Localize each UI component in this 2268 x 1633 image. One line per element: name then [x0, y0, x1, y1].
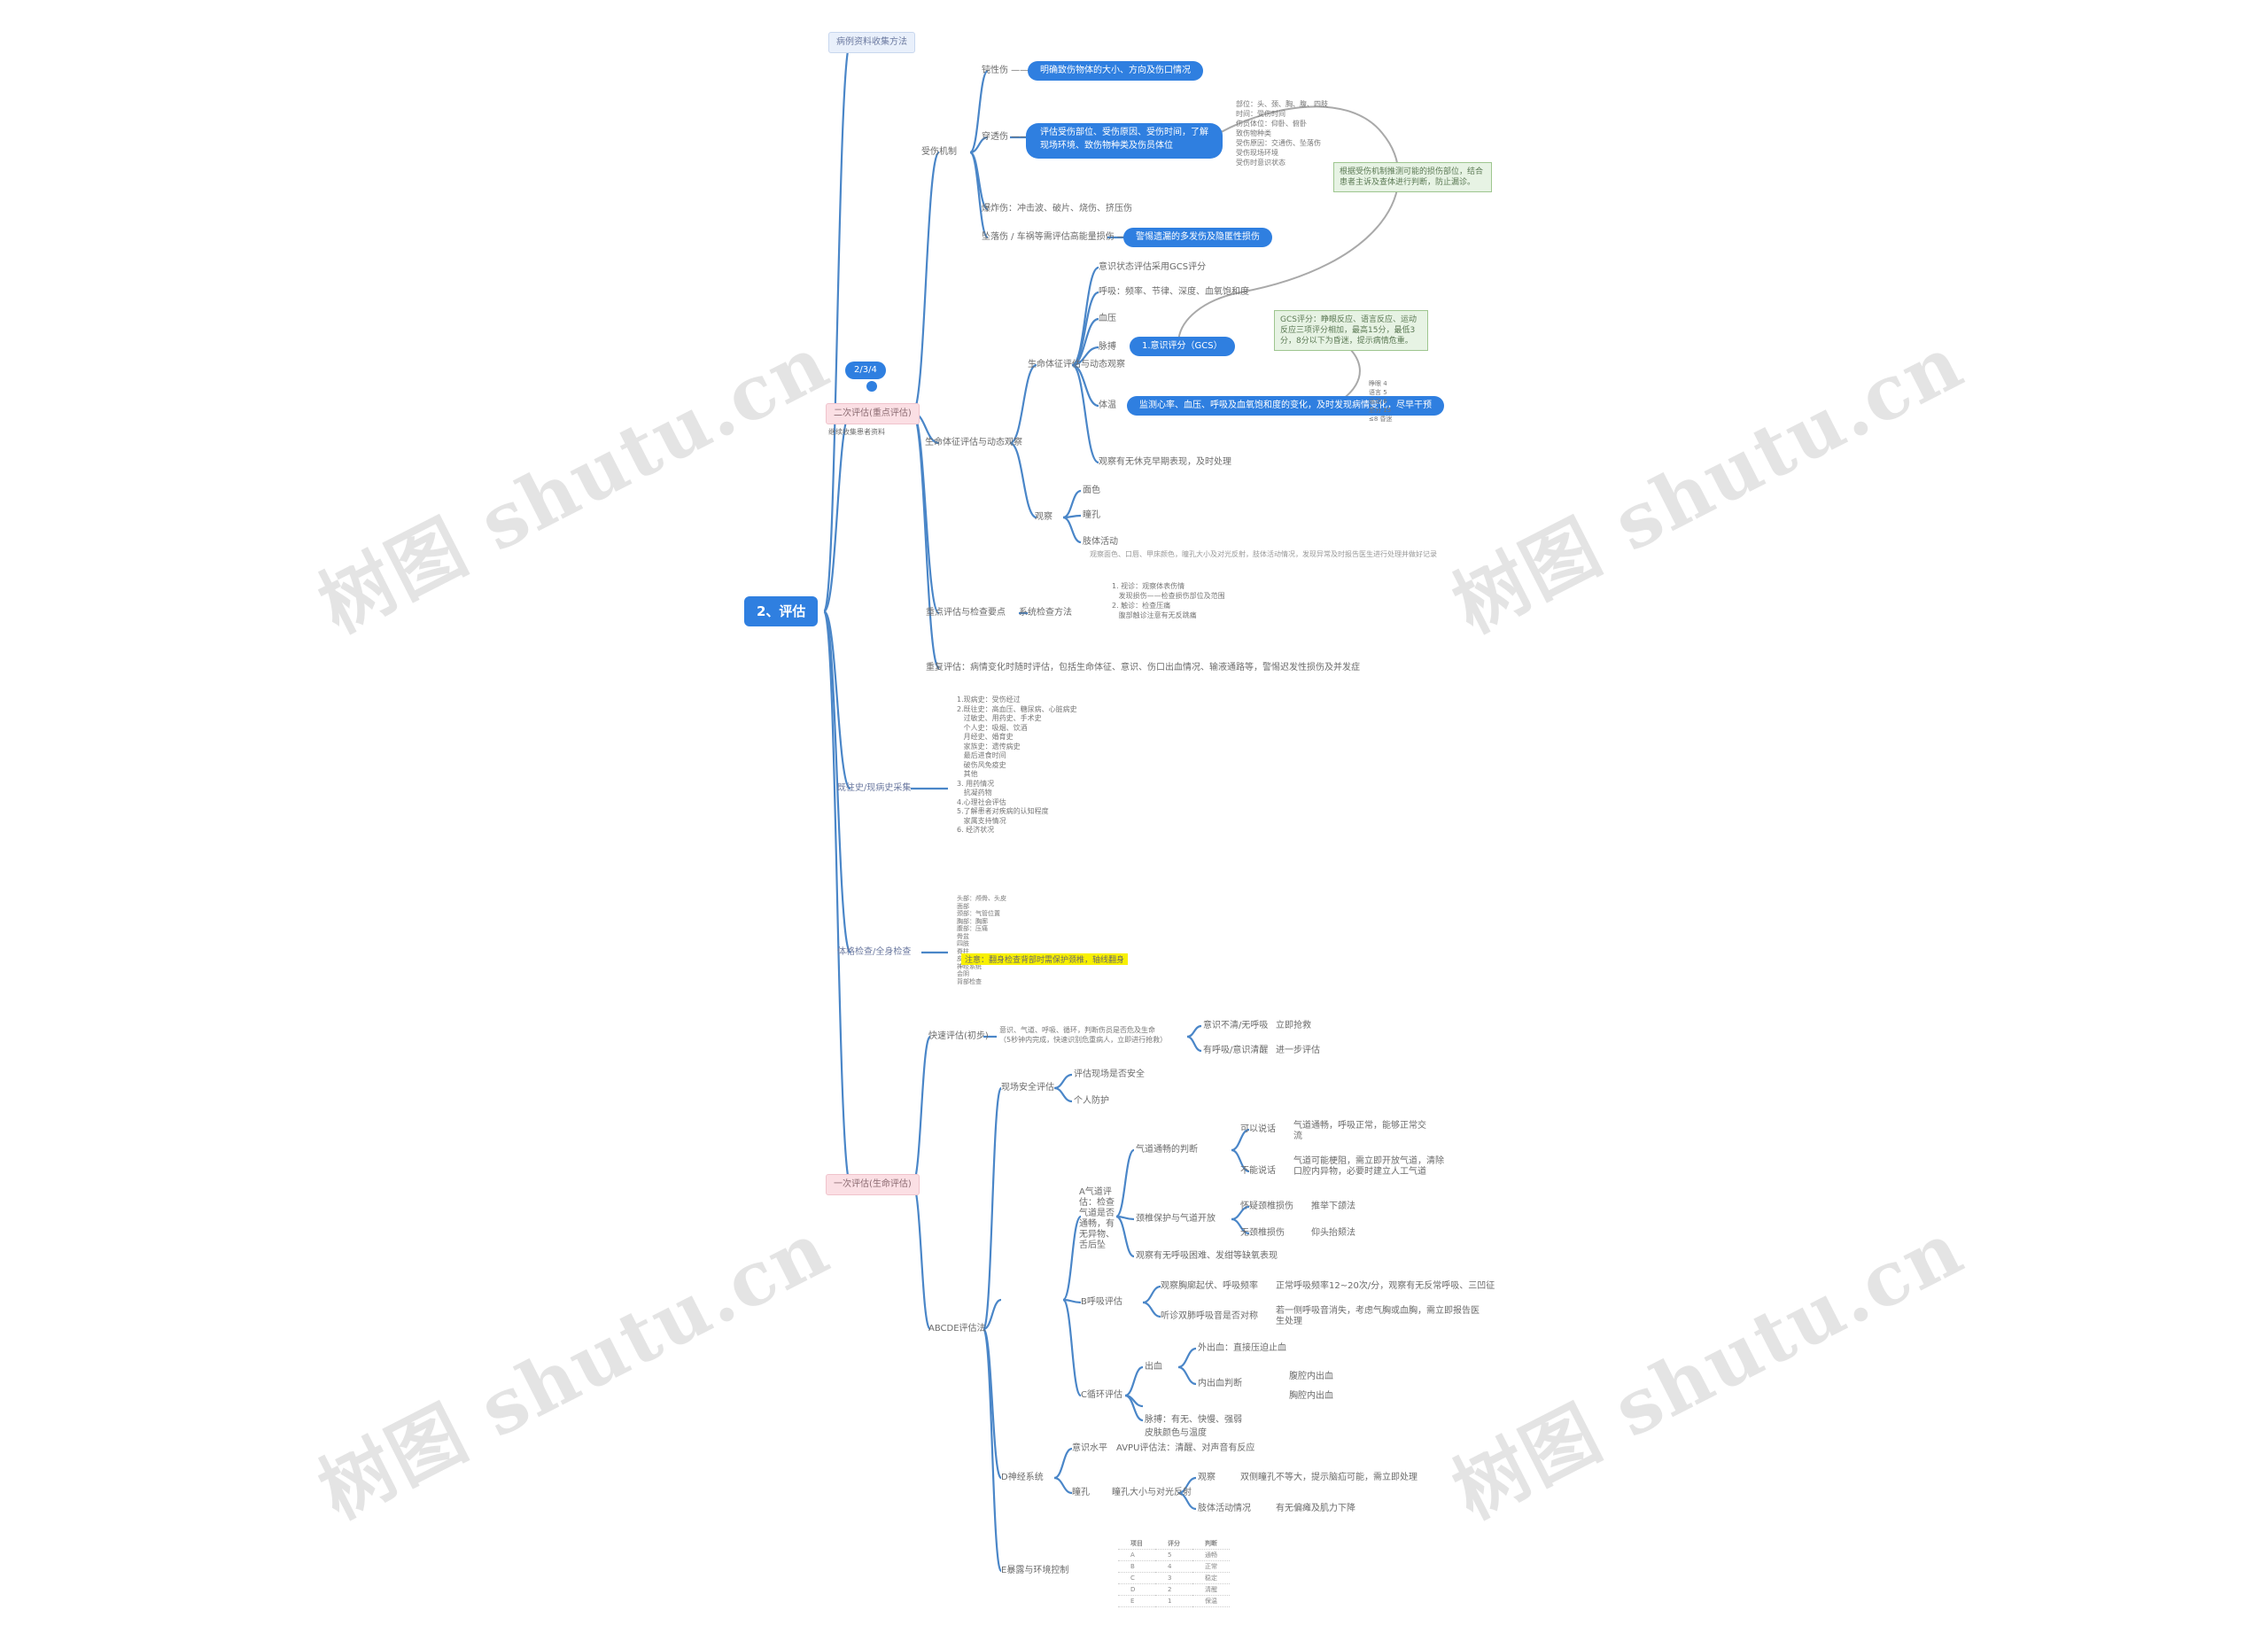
circ-2[interactable]: 脉搏：有无、快慢、强弱	[1145, 1415, 1242, 1425]
mech-item[interactable]: 穿透伤 ——	[982, 132, 1029, 142]
observe-item[interactable]: 肢体活动	[1083, 537, 1118, 547]
node-physical-exam[interactable]: 体格检查/全身检查	[837, 947, 912, 957]
airway-b1-text: 推举下颌法	[1311, 1201, 1355, 1211]
circ-1[interactable]: 出血	[1145, 1362, 1162, 1372]
mech-pill[interactable]: 警惕遗漏的多发伤及隐匿性损伤	[1123, 228, 1272, 247]
quick-result-action[interactable]: 立即抢救	[1276, 1021, 1311, 1030]
vital-item[interactable]: 意识状态评估采用GCS评分	[1099, 262, 1207, 272]
mech-item[interactable]: 钝性伤 ——	[982, 66, 1029, 75]
node-circulation[interactable]: C循环评估	[1081, 1390, 1122, 1400]
observe-detail: 观察面色、口唇、甲床颜色，瞳孔大小及对光反射，肢体活动情况，发现异常及时报告医生…	[1090, 550, 1437, 558]
connector-dot-icon	[866, 381, 877, 392]
node-collection-methods[interactable]: 病例资料收集方法	[828, 32, 915, 53]
mech-item[interactable]: 爆炸伤：冲击波、破片、烧伤、挤压伤	[982, 204, 1132, 214]
quick-result-action[interactable]: 进一步评估	[1276, 1046, 1320, 1055]
exam-highlight: 注意：翻身检查背部时需保护颈椎，轴线翻身	[961, 953, 1129, 965]
quick-result[interactable]: 意识不清/无呼吸	[1203, 1021, 1269, 1030]
airway-a[interactable]: 气道通畅的判断	[1136, 1145, 1198, 1155]
airway-b2-text: 仰头抬颏法	[1311, 1228, 1355, 1238]
node-secondary-assessment[interactable]: 二次评估(重点评估)	[826, 403, 920, 424]
quick-result[interactable]: 有呼吸/意识清醒	[1203, 1046, 1269, 1055]
breath-1[interactable]: 观察胸廓起伏、呼吸频率	[1161, 1281, 1258, 1291]
mech-list: 部位：头、颈、胸、腹、四肢 时间：受伤时间 伤员体位：仰卧、俯卧 致伤物种类 受…	[1236, 100, 1328, 167]
node-breathing[interactable]: B呼吸评估	[1081, 1297, 1122, 1307]
breath-1-text: 正常呼吸频率12~20次/分，观察有无反常呼吸、三凹征	[1276, 1281, 1495, 1291]
table-header: 评分	[1155, 1538, 1192, 1550]
dis-1[interactable]: 意识水平	[1072, 1443, 1107, 1453]
vital-item[interactable]: 体温	[1099, 400, 1116, 410]
node-injury-mechanism[interactable]: 受伤机制	[921, 147, 957, 157]
vital-item[interactable]: 脉搏	[1099, 342, 1116, 352]
node-history[interactable]: 既往史/现病史采集	[837, 783, 912, 793]
node-scene-safety[interactable]: 现场安全评估	[1001, 1083, 1054, 1093]
dis-2c[interactable]: 肢体活动情况	[1198, 1504, 1251, 1513]
vital-item[interactable]: 呼吸：频率、节律、深度、血氧饱和度	[1099, 287, 1249, 297]
node-reassess[interactable]: 重复评估：病情变化时随时评估，包括生命体征、意识、伤口出血情况、输液通路等，警惕…	[926, 663, 1360, 673]
table-header: 判断	[1192, 1538, 1230, 1550]
dis-2a[interactable]: 瞳孔大小与对光反射	[1112, 1488, 1192, 1497]
airway-b[interactable]: 颈椎保护与气道开放	[1136, 1214, 1216, 1224]
vital-item[interactable]: 血压	[1099, 314, 1116, 323]
airway-c[interactable]: 观察有无呼吸困难、发绀等缺氧表现	[1136, 1251, 1278, 1261]
circ-3[interactable]: 皮肤颜色与温度	[1145, 1428, 1207, 1438]
circ-1b2[interactable]: 胸腔内出血	[1289, 1391, 1333, 1401]
breath-2-text: 若一侧呼吸音消失，考虑气胸或血胸，需立即报告医生处理	[1276, 1306, 1480, 1326]
scene-item[interactable]: 评估现场是否安全	[1074, 1069, 1145, 1079]
dis-2c-text: 有无偏瘫及肌力下降	[1276, 1504, 1355, 1513]
mech-note: 根据受伤机制推测可能的损伤部位，结合患者主诉及查体进行判断，防止漏诊。	[1333, 162, 1492, 192]
node-focus-sub[interactable]: 系统检查方法	[1019, 608, 1072, 618]
table-header: 项目	[1118, 1538, 1155, 1550]
vital-mini-table: 睁眼 4 语言 5 运动 6 总分 15 ≤8 昏迷	[1369, 380, 1393, 423]
vital-note: GCS评分：睁眼反应、语言反应、运动反应三项评分相加，最高15分，最低3分，8分…	[1274, 310, 1428, 351]
circ-1b1[interactable]: 腹腔内出血	[1289, 1372, 1333, 1381]
node-airway[interactable]: A气道评估：检查气道是否通畅，有无异物、舌后坠	[1079, 1187, 1115, 1250]
mech-item[interactable]: 坠落伤 / 车祸等需评估高能量损伤 ——	[982, 232, 1135, 242]
node-primary-assessment[interactable]: 一次评估(生命评估)	[826, 1174, 920, 1195]
scene-item[interactable]: 个人防护	[1074, 1096, 1109, 1106]
quick-text: 意识、气道、呼吸、循环，判断伤员是否危及生命 （5秒钟内完成，快速识别危重病人，…	[999, 1026, 1168, 1044]
node-focus[interactable]: 重点评估与检查要点	[926, 608, 1006, 618]
node-quick-assessment[interactable]: 快速评估(初步)	[928, 1031, 989, 1041]
dis-2b-text: 双侧瞳孔不等大，提示脑疝可能，需立即处理	[1240, 1473, 1418, 1482]
mech-pill[interactable]: 评估受伤部位、受伤原因、受伤时间，了解现场环境、致伤物种类及伤员体位	[1026, 123, 1223, 159]
focus-list: 1. 视诊：观察体表伤情 发现损伤——检查损伤部位及范围 2. 触诊：检查压痛 …	[1112, 582, 1225, 619]
root-node[interactable]: 2、评估	[744, 596, 819, 626]
node-abcde[interactable]: ABCDE评估法	[928, 1324, 986, 1334]
exam-list: 头部：颅骨、头皮 面部 颈部：气管位置 胸部：胸廓 腹部：压痛 骨盆 四肢 脊柱…	[957, 895, 1006, 985]
mech-pill[interactable]: 明确致伤物体的大小、方向及伤口情况	[1028, 61, 1203, 81]
vital-item[interactable]: 观察有无休克早期表现，及时处理	[1099, 457, 1231, 467]
circ-1b[interactable]: 内出血判断	[1198, 1379, 1242, 1388]
tag-pill[interactable]: 2/3/4	[845, 362, 886, 379]
airway-b2[interactable]: 无颈椎损伤	[1240, 1228, 1285, 1238]
dis-1-text: AVPU评估法：清醒、对声音有反应	[1116, 1443, 1255, 1453]
airway-a1[interactable]: 可以说话	[1240, 1124, 1276, 1134]
node-exposure[interactable]: E暴露与环境控制	[1001, 1566, 1069, 1575]
observe-item[interactable]: 面色	[1083, 486, 1100, 495]
node-disability[interactable]: D神经系统	[1001, 1473, 1044, 1482]
node-vital-assessment[interactable]: 生命体征评估与动态观察	[925, 438, 1022, 447]
observe-item[interactable]: 瞳孔	[1083, 510, 1100, 520]
circ-1a[interactable]: 外出血：直接压迫止血	[1198, 1343, 1286, 1353]
airway-a2[interactable]: 不能说话	[1240, 1166, 1276, 1176]
node-vital-sub[interactable]: 生命体征评估与动态观察	[1028, 360, 1125, 369]
secondary-caption: 继续收集患者资料	[828, 428, 885, 436]
breath-2[interactable]: 听诊双肺呼吸音是否对称	[1161, 1311, 1258, 1321]
airway-a1-text: 气道通畅，呼吸正常，能够正常交流	[1293, 1121, 1426, 1141]
dis-2[interactable]: 瞳孔	[1072, 1488, 1090, 1497]
vital-pill[interactable]: 监测心率、血压、呼吸及血氧饱和度的变化，及时发现病情变化，尽早干预	[1127, 396, 1444, 416]
history-list: 1.现病史：受伤经过 2.既往史：高血压、糖尿病、心脏病史 过敏史、用药史、手术…	[957, 696, 1077, 834]
vital-pill[interactable]: 1.意识评分（GCS）	[1130, 337, 1235, 356]
node-observe[interactable]: 观察	[1035, 512, 1052, 522]
dis-2b[interactable]: 观察	[1198, 1473, 1216, 1482]
airway-b1[interactable]: 怀疑颈椎损伤	[1240, 1201, 1293, 1211]
airway-a2-text: 气道可能梗阻，需立即开放气道，清除口腔内异物，必要时建立人工气道	[1293, 1156, 1444, 1177]
